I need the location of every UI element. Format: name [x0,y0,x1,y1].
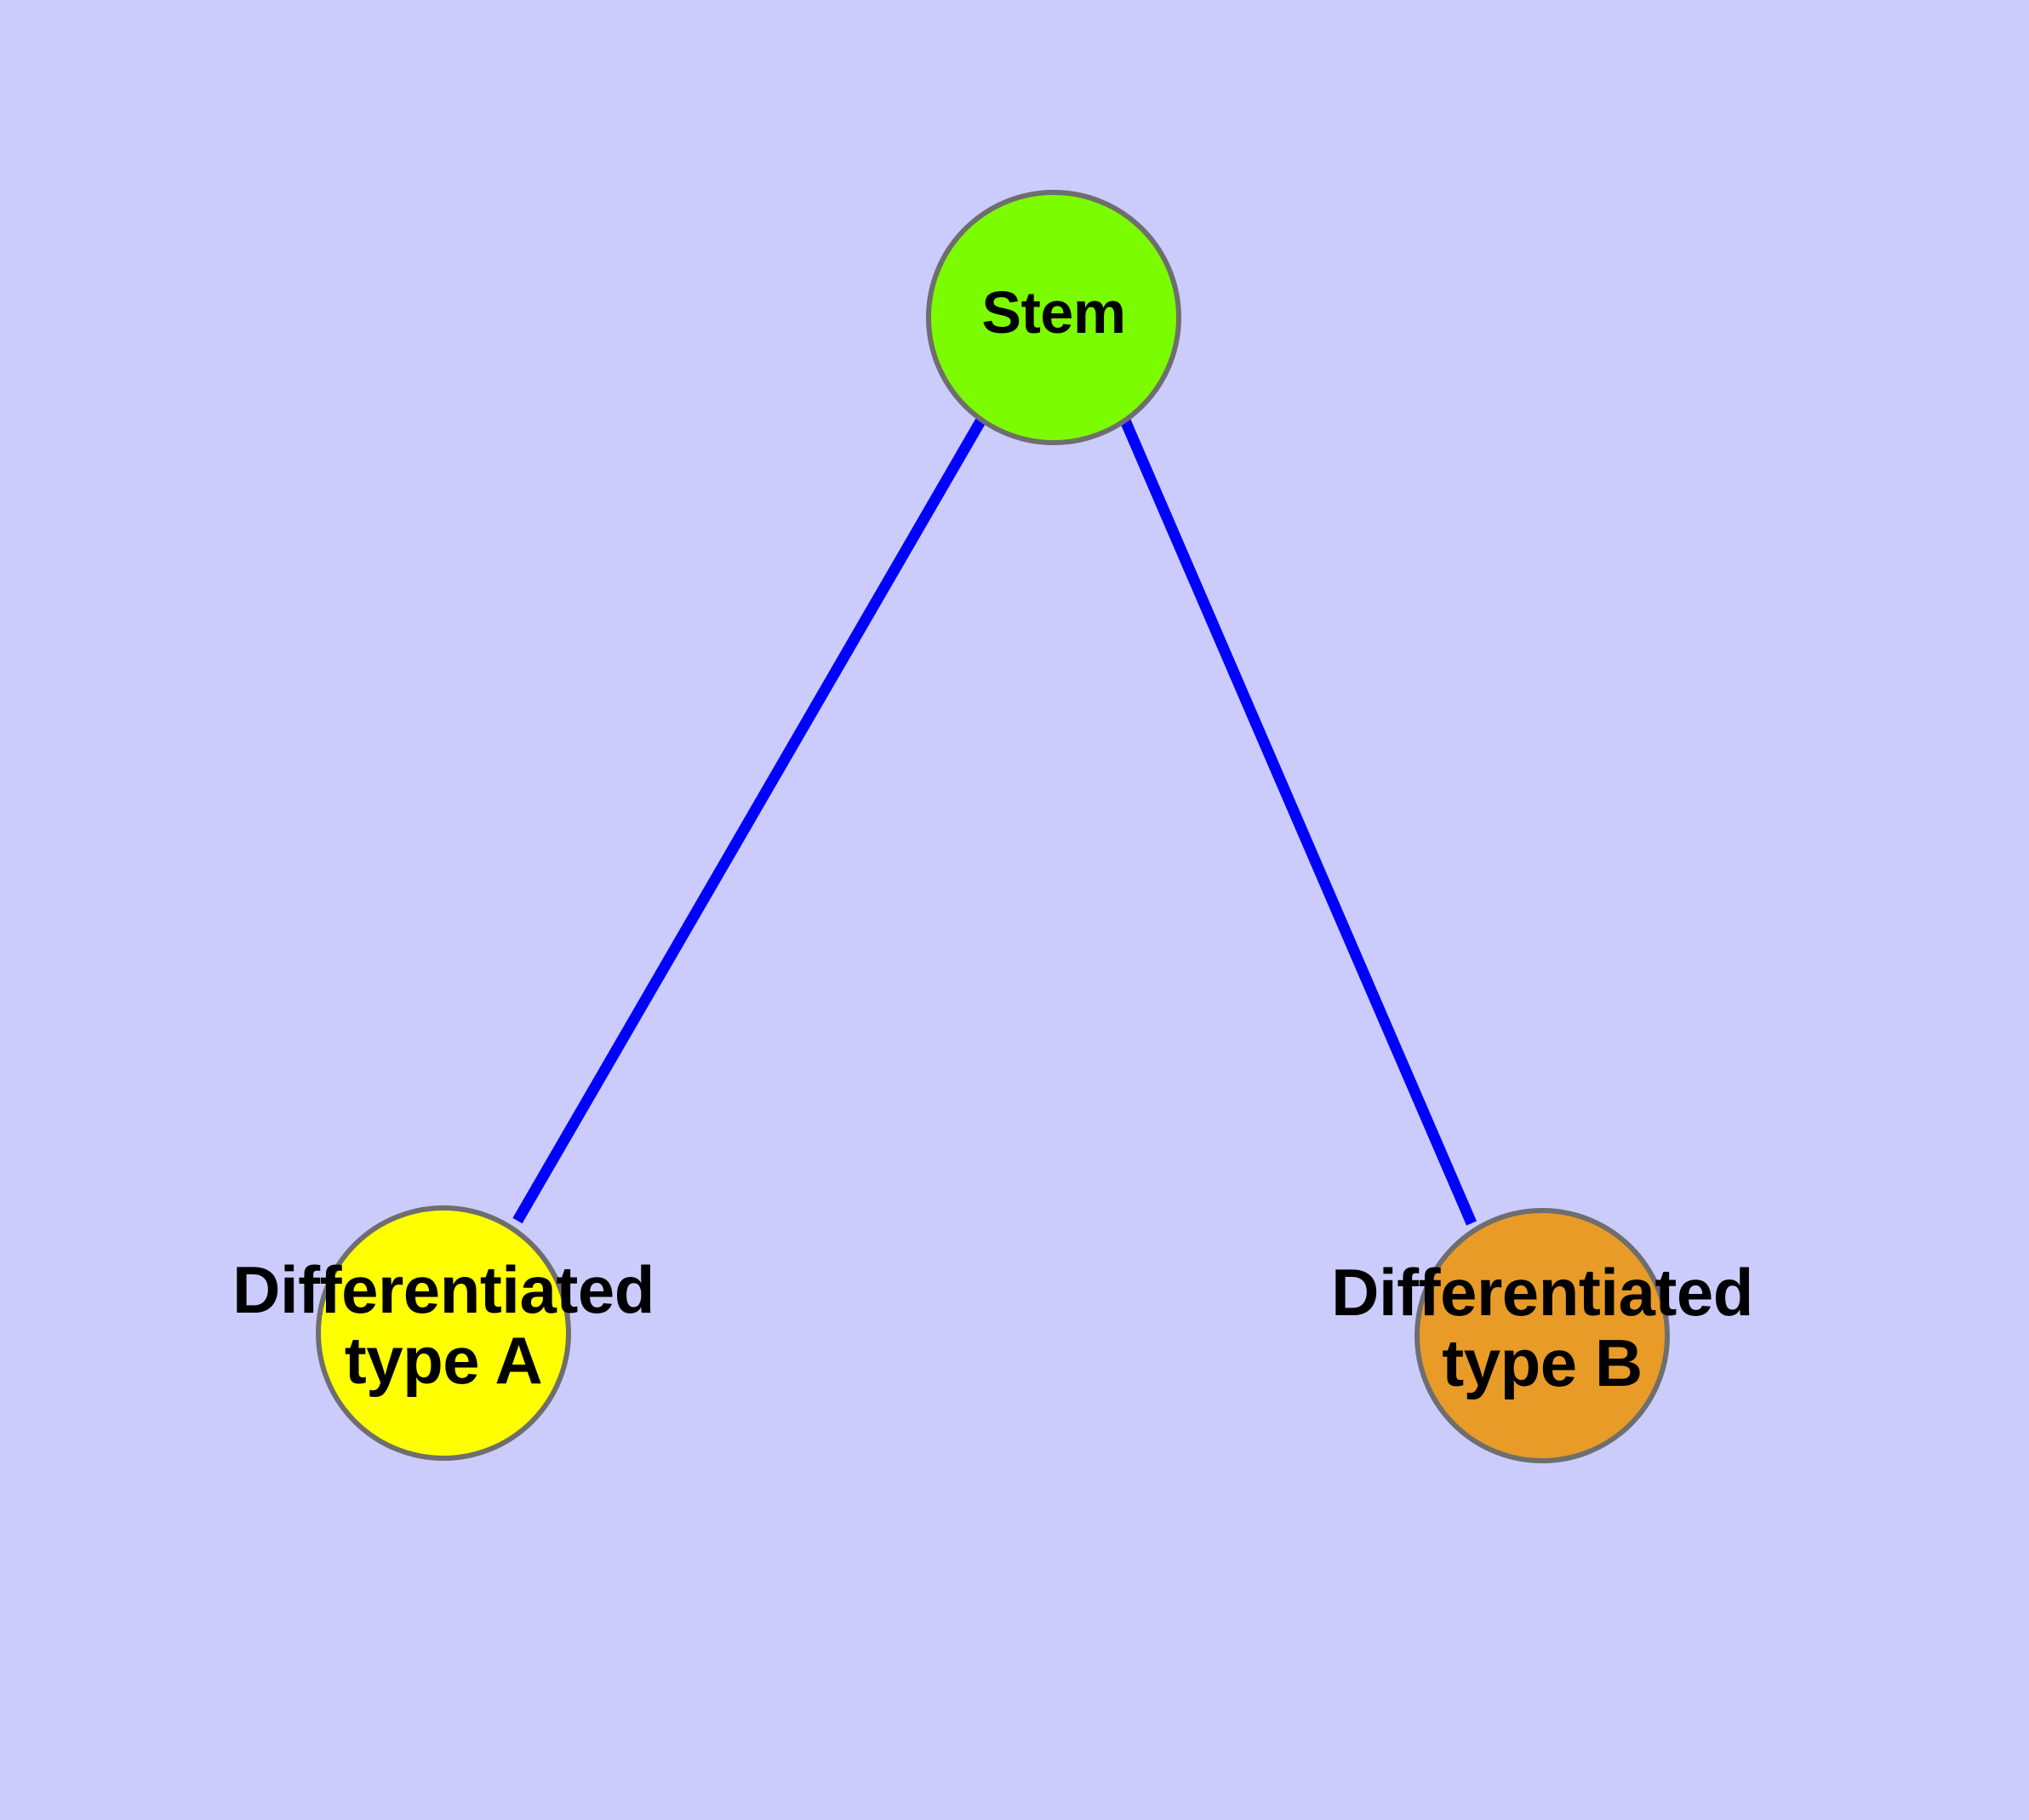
node-differentiated-type-a[interactable] [316,1205,571,1461]
edge-stem-to-differentiated-type-a [512,418,986,1224]
node-stem[interactable] [926,190,1181,445]
node-differentiated-type-b[interactable] [1415,1208,1670,1463]
edge-stem-to-differentiated-type-b [1120,418,1477,1226]
